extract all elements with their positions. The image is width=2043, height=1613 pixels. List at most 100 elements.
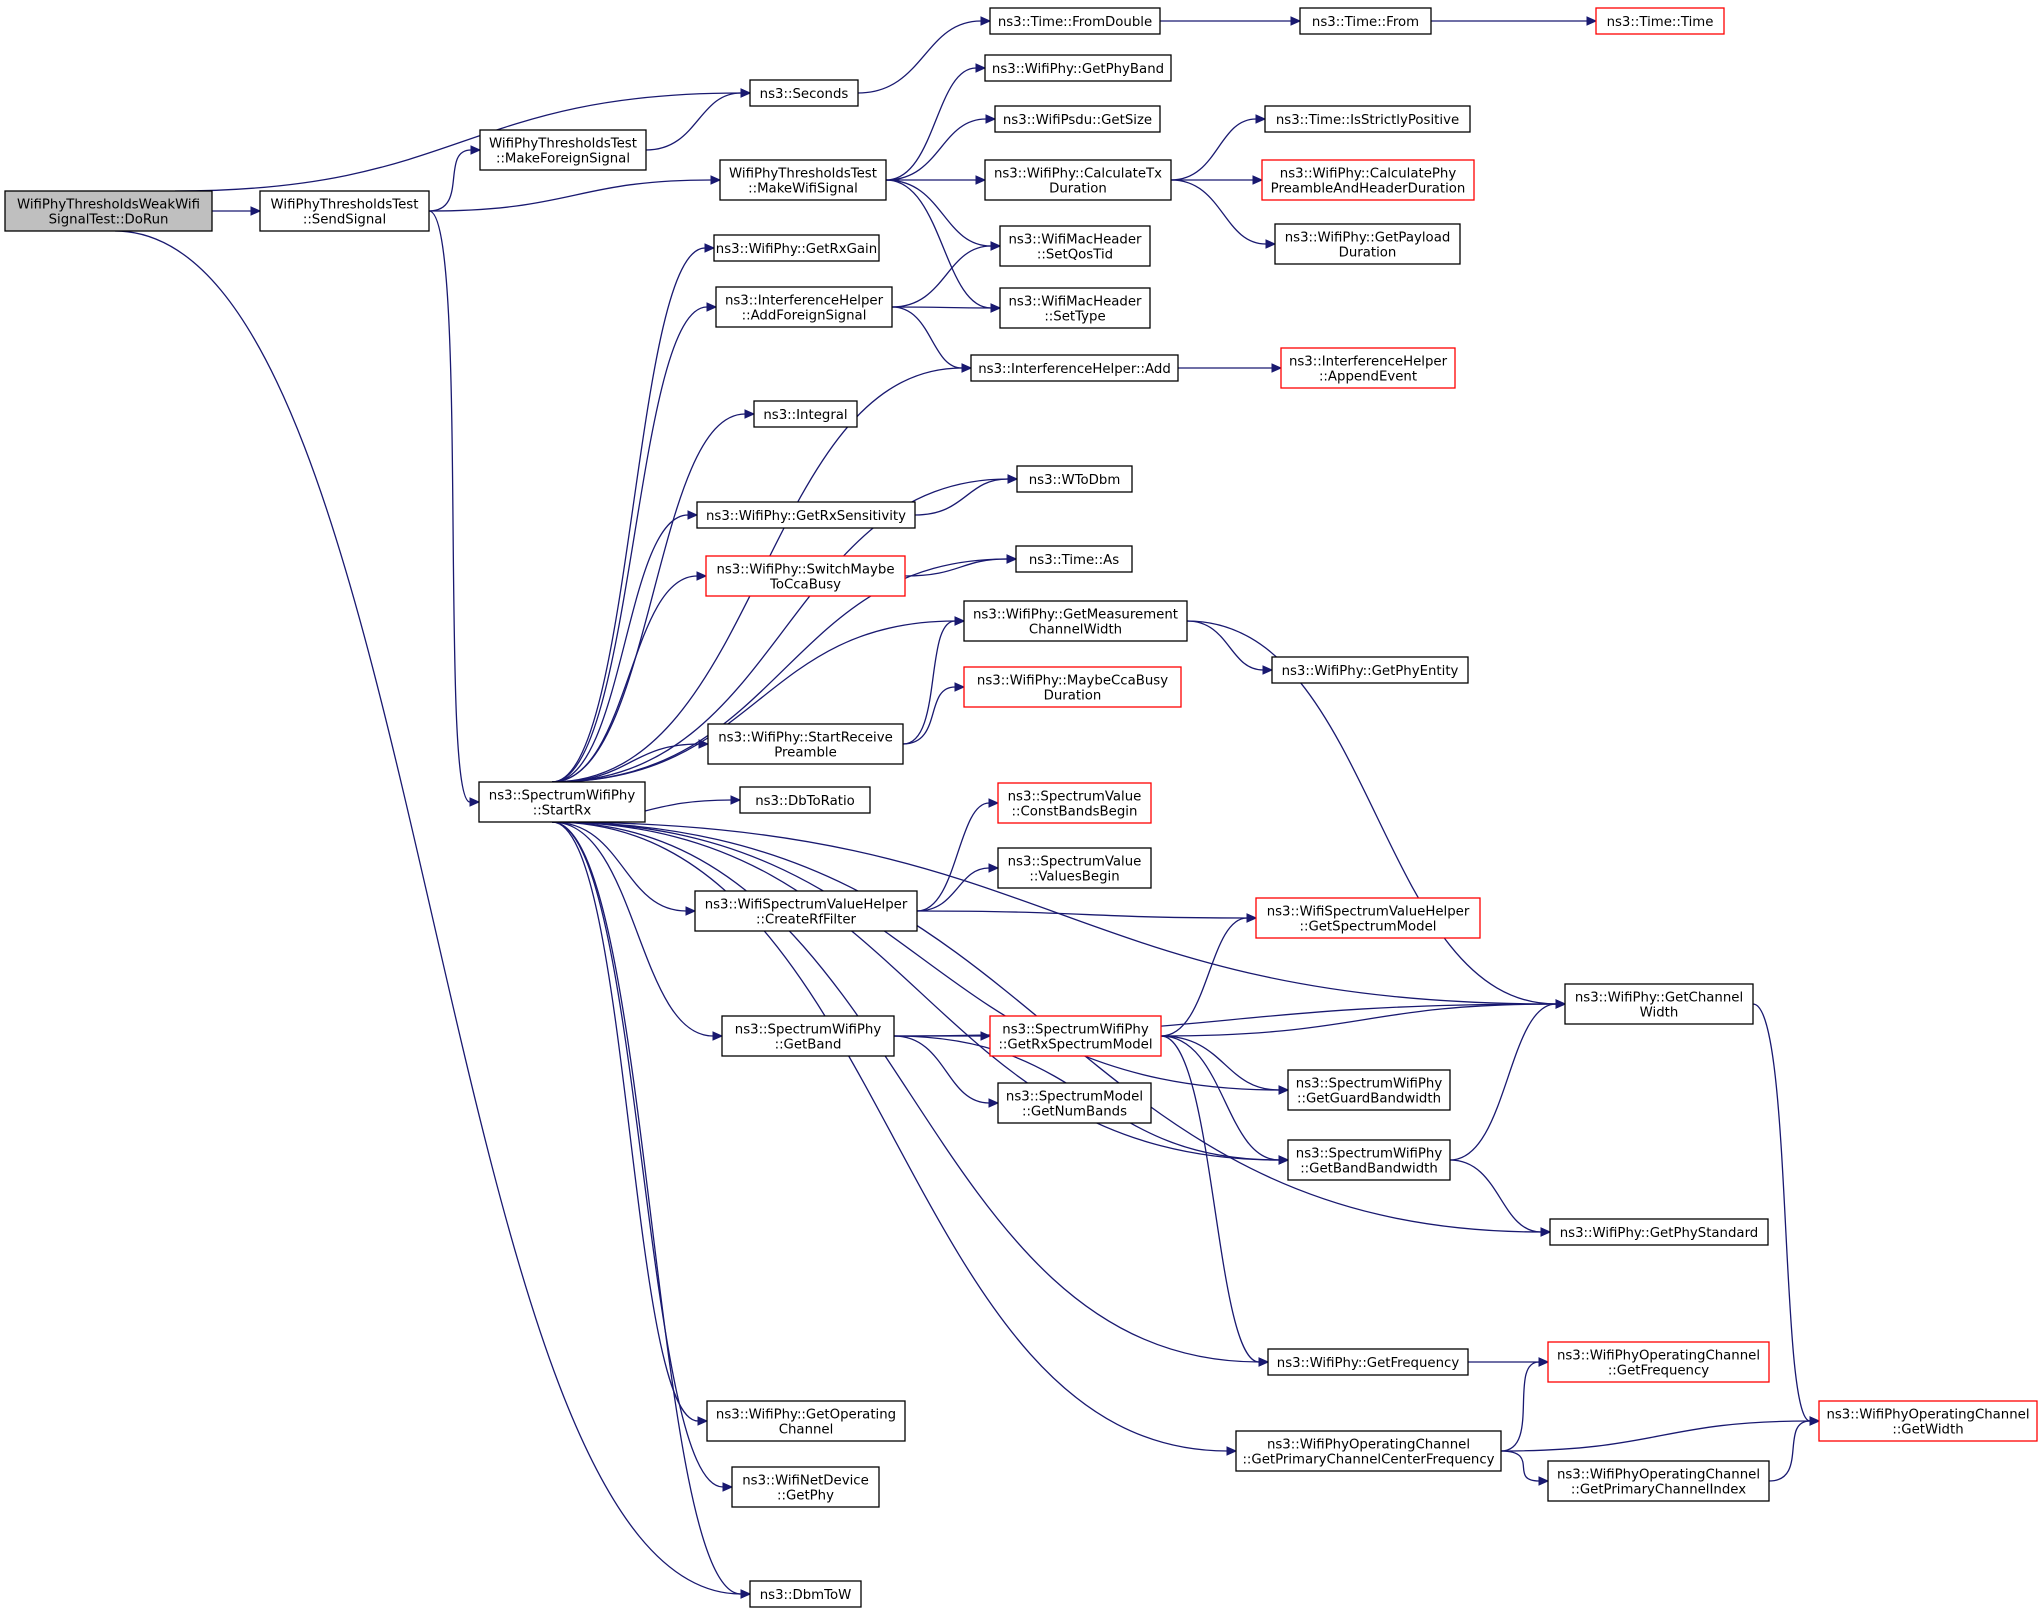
node-label: ns3::InterferenceHelper — [1289, 355, 1448, 370]
node-opfreq[interactable]: ns3::WifiPhyOperatingChannel::GetFrequen… — [1547, 1341, 1770, 1383]
node-makeforeign[interactable]: WifiPhyThresholdsTest::MakeForeignSignal — [479, 129, 647, 171]
arrowhead — [1809, 1416, 1821, 1426]
node-box — [694, 890, 918, 932]
node-label: ToCcaBusy — [769, 578, 841, 593]
node-time[interactable]: ns3::Time::Time — [1595, 7, 1725, 35]
node-box — [963, 600, 1188, 642]
edge-startrx-to-wtodbm — [551, 478, 1009, 783]
node-label: ::GetPrimaryChannelCenterFrequency — [1242, 1453, 1494, 1468]
node-getrxsens[interactable]: ns3::WifiPhy::GetRxSensitivity — [696, 501, 916, 529]
node-box — [997, 782, 1152, 824]
node-getphyband[interactable]: ns3::WifiPhy::GetPhyBand — [984, 54, 1172, 82]
node-opwidth[interactable]: ns3::WifiPhyOperatingChannel::GetWidth — [1818, 1400, 2038, 1442]
node-box — [478, 781, 646, 823]
arrowhead — [954, 682, 966, 692]
node-box — [1015, 545, 1133, 573]
node-box — [997, 847, 1152, 889]
node-netdevphy[interactable]: ns3::WifiNetDevice::GetPhy — [731, 1466, 880, 1508]
node-phystd[interactable]: ns3::WifiPhy::GetPhyStandard — [1549, 1218, 1769, 1246]
node-dorun[interactable]: WifiPhyThresholdsWeakWifiSignalTest::DoR… — [4, 190, 213, 232]
node-startrx[interactable]: ns3::SpectrumWifiPhy::StartRx — [478, 781, 646, 823]
node-constbands[interactable]: ns3::SpectrumValue::ConstBandsBegin — [997, 782, 1152, 824]
node-label: Duration — [1049, 182, 1107, 197]
arrowhead — [961, 363, 973, 373]
node-setqos[interactable]: ns3::WifiMacHeader::SetQosTid — [999, 225, 1151, 267]
arrowhead — [1538, 1476, 1550, 1486]
node-getspecmodel[interactable]: ns3::WifiSpectrumValueHelper::GetSpectru… — [1255, 897, 1481, 939]
arrowhead — [1278, 1085, 1290, 1095]
edge-startrx-to-getopch — [551, 821, 699, 1422]
node-label: ns3::SpectrumModel — [1006, 1090, 1143, 1105]
edge-startrx-to-getrxgain — [551, 247, 706, 783]
node-valuesbegin[interactable]: ns3::SpectrumValue::ValuesBegin — [997, 847, 1152, 889]
edge-startrecv-to-maybecca — [902, 686, 956, 745]
node-getphyentity[interactable]: ns3::WifiPhy::GetPhyEntity — [1271, 656, 1469, 684]
edge-primcenter-to-primindex — [1500, 1450, 1540, 1482]
node-sendsignal[interactable]: WifiPhyThresholdsTest::SendSignal — [259, 190, 430, 232]
arrowhead — [1246, 913, 1258, 923]
node-dbtoratio[interactable]: ns3::DbToRatio — [739, 786, 871, 814]
node-ihadd[interactable]: ns3::InterferenceHelper::Add — [970, 354, 1179, 382]
edge-getrxspec-to-guardbw — [1160, 1035, 1280, 1091]
node-wtodbm[interactable]: ns3::WToDbm — [1016, 465, 1133, 493]
node-numbands[interactable]: ns3::SpectrumModel::GetNumBands — [997, 1082, 1152, 1124]
node-rffilter[interactable]: ns3::WifiSpectrumValueHelper::CreateRfFi… — [694, 890, 918, 932]
node-timeas[interactable]: ns3::Time::As — [1015, 545, 1133, 573]
node-calcpreamble[interactable]: ns3::WifiPhy::CalculatePhyPreambleAndHea… — [1261, 159, 1475, 201]
node-label: ns3::Time::As — [1029, 553, 1119, 568]
node-getrxgain[interactable]: ns3::WifiPhy::GetRxGain — [713, 234, 880, 262]
node-box — [984, 54, 1172, 82]
node-label: ::AppendEvent — [1319, 370, 1417, 385]
node-psdusize[interactable]: ns3::WifiPsdu::GetSize — [994, 105, 1161, 133]
node-fromdouble[interactable]: ns3::Time::FromDouble — [989, 7, 1161, 35]
node-getband[interactable]: ns3::SpectrumWifiPhy::GetBand — [721, 1015, 895, 1057]
edge-seconds-to-fromdouble — [857, 20, 982, 94]
node-box — [1271, 656, 1469, 684]
arrowhead — [975, 63, 987, 73]
node-label: ::GetPrimaryChannelIndex — [1571, 1483, 1746, 1498]
node-from[interactable]: ns3::Time::From — [1299, 7, 1432, 35]
node-label: Channel — [779, 1423, 834, 1438]
node-box — [753, 400, 858, 428]
node-primcenter[interactable]: ns3::WifiPhyOperatingChannel::GetPrimary… — [1235, 1430, 1502, 1472]
node-seconds[interactable]: ns3::Seconds — [749, 79, 859, 107]
node-box — [696, 501, 916, 529]
node-guardbw[interactable]: ns3::SpectrumWifiPhy::GetGuardBandwidth — [1287, 1069, 1451, 1111]
node-strictpos[interactable]: ns3::Time::IsStrictlyPositive — [1264, 105, 1471, 133]
node-label: ns3::SpectrumWifiPhy — [1002, 1023, 1149, 1038]
node-integral[interactable]: ns3::Integral — [753, 400, 858, 428]
edge-makewifi-to-setqos — [885, 179, 992, 247]
node-box — [999, 225, 1151, 267]
node-getrxspec[interactable]: ns3::SpectrumWifiPhy::GetRxSpectrumModel — [989, 1015, 1162, 1057]
node-dbmtow[interactable]: ns3::DbmToW — [749, 1580, 862, 1608]
node-box — [984, 159, 1172, 201]
node-box — [1274, 223, 1461, 265]
node-label: ::SetType — [1044, 310, 1105, 325]
edge-getrxspec-to-getchwidth — [1160, 1003, 1557, 1037]
node-primindex[interactable]: ns3::WifiPhyOperatingChannel::GetPrimary… — [1547, 1460, 1770, 1502]
node-label: ns3::WifiPsdu::GetSize — [1003, 113, 1152, 128]
node-appendevent[interactable]: ns3::InterferenceHelper::AppendEvent — [1280, 347, 1456, 389]
arrowhead — [1538, 1357, 1550, 1367]
node-addforeign[interactable]: ns3::InterferenceHelper::AddForeignSigna… — [715, 286, 893, 328]
node-settype[interactable]: ns3::WifiMacHeader::SetType — [999, 287, 1151, 329]
node-label: WifiPhyThresholdsTest — [271, 198, 419, 213]
edge-bandbw-to-phystd — [1449, 1159, 1542, 1233]
node-bandbw[interactable]: ns3::SpectrumWifiPhy::GetBandBandwidth — [1287, 1139, 1451, 1181]
edge-addforeign-to-ihadd — [891, 306, 963, 369]
edge-startrx-to-guardbw — [551, 821, 1280, 1091]
arrowhead — [1271, 363, 1283, 373]
node-label: ns3::Integral — [763, 408, 847, 423]
node-box — [1267, 1348, 1469, 1376]
node-getfreq[interactable]: ns3::WifiPhy::GetFrequency — [1267, 1348, 1469, 1376]
arrowhead — [712, 1031, 724, 1041]
node-makewifi[interactable]: WifiPhyThresholdsTest::MakeWifiSignal — [719, 159, 887, 201]
